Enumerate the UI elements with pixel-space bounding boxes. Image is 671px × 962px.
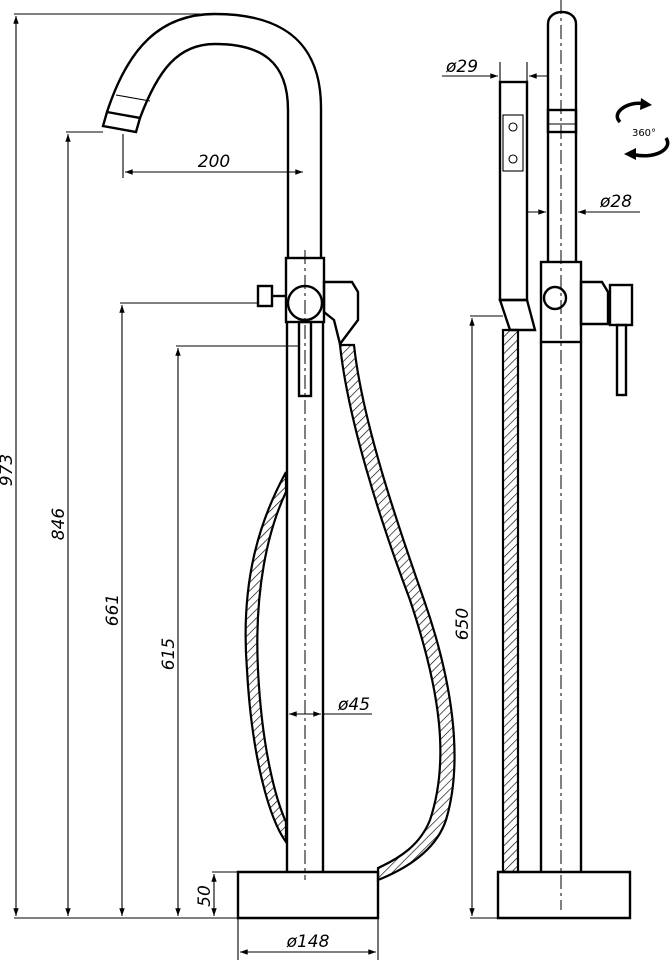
dim-200-label: 200: [198, 152, 230, 172]
spout-inner: [138, 42, 290, 258]
spout-tip-line: [115, 94, 151, 102]
front-hose-right: [338, 343, 456, 882]
dim-846-label: 846: [49, 508, 69, 541]
front-base: [236, 870, 380, 920]
spout-tip: [101, 110, 142, 134]
spout-outer: [105, 12, 323, 258]
shower-nozzle-2: [508, 154, 518, 164]
side-lever-base: [579, 280, 610, 326]
rotate-label: 360°: [632, 128, 656, 139]
side-spout: [546, 10, 578, 262]
dim-650-label: 650: [453, 608, 473, 640]
rotate-arc-bottom: [631, 137, 670, 158]
side-lever: [615, 323, 628, 397]
side-mixer-port: [542, 285, 568, 311]
side-base: [496, 870, 632, 920]
side-hose: [501, 328, 520, 874]
shower-holder: [498, 298, 537, 332]
hose-outlet: [322, 280, 360, 347]
rotate-arrow-top: [640, 98, 652, 110]
front-hose: [244, 471, 288, 846]
dim-661-label: 661: [103, 594, 123, 626]
dim-29-label: ø29: [445, 57, 478, 77]
side-spout-band: [546, 108, 578, 134]
side-lever-hub: [608, 283, 634, 327]
dim-148-label: ø148: [286, 932, 330, 952]
shower-nozzle-1: [508, 122, 518, 132]
front-view: [101, 12, 456, 920]
dim-615-label: 615: [159, 638, 179, 670]
dim-50-label: 50: [195, 885, 215, 907]
side-dimensions: ø29 ø28 650 360°: [442, 57, 670, 919]
side-knob: [256, 284, 274, 308]
dim-45-label: ø45: [337, 695, 370, 715]
front-dimensions: 973 846 661 615 50 200 ø148 ø45: [0, 13, 379, 960]
rotate-arrow-bottom: [624, 148, 636, 160]
dim-28-label: ø28: [599, 192, 632, 212]
dim-973-label: 973: [0, 454, 17, 486]
side-view: [496, 0, 634, 920]
shower-head-face: [502, 114, 524, 172]
rotate-360-icon: 360°: [615, 98, 670, 160]
